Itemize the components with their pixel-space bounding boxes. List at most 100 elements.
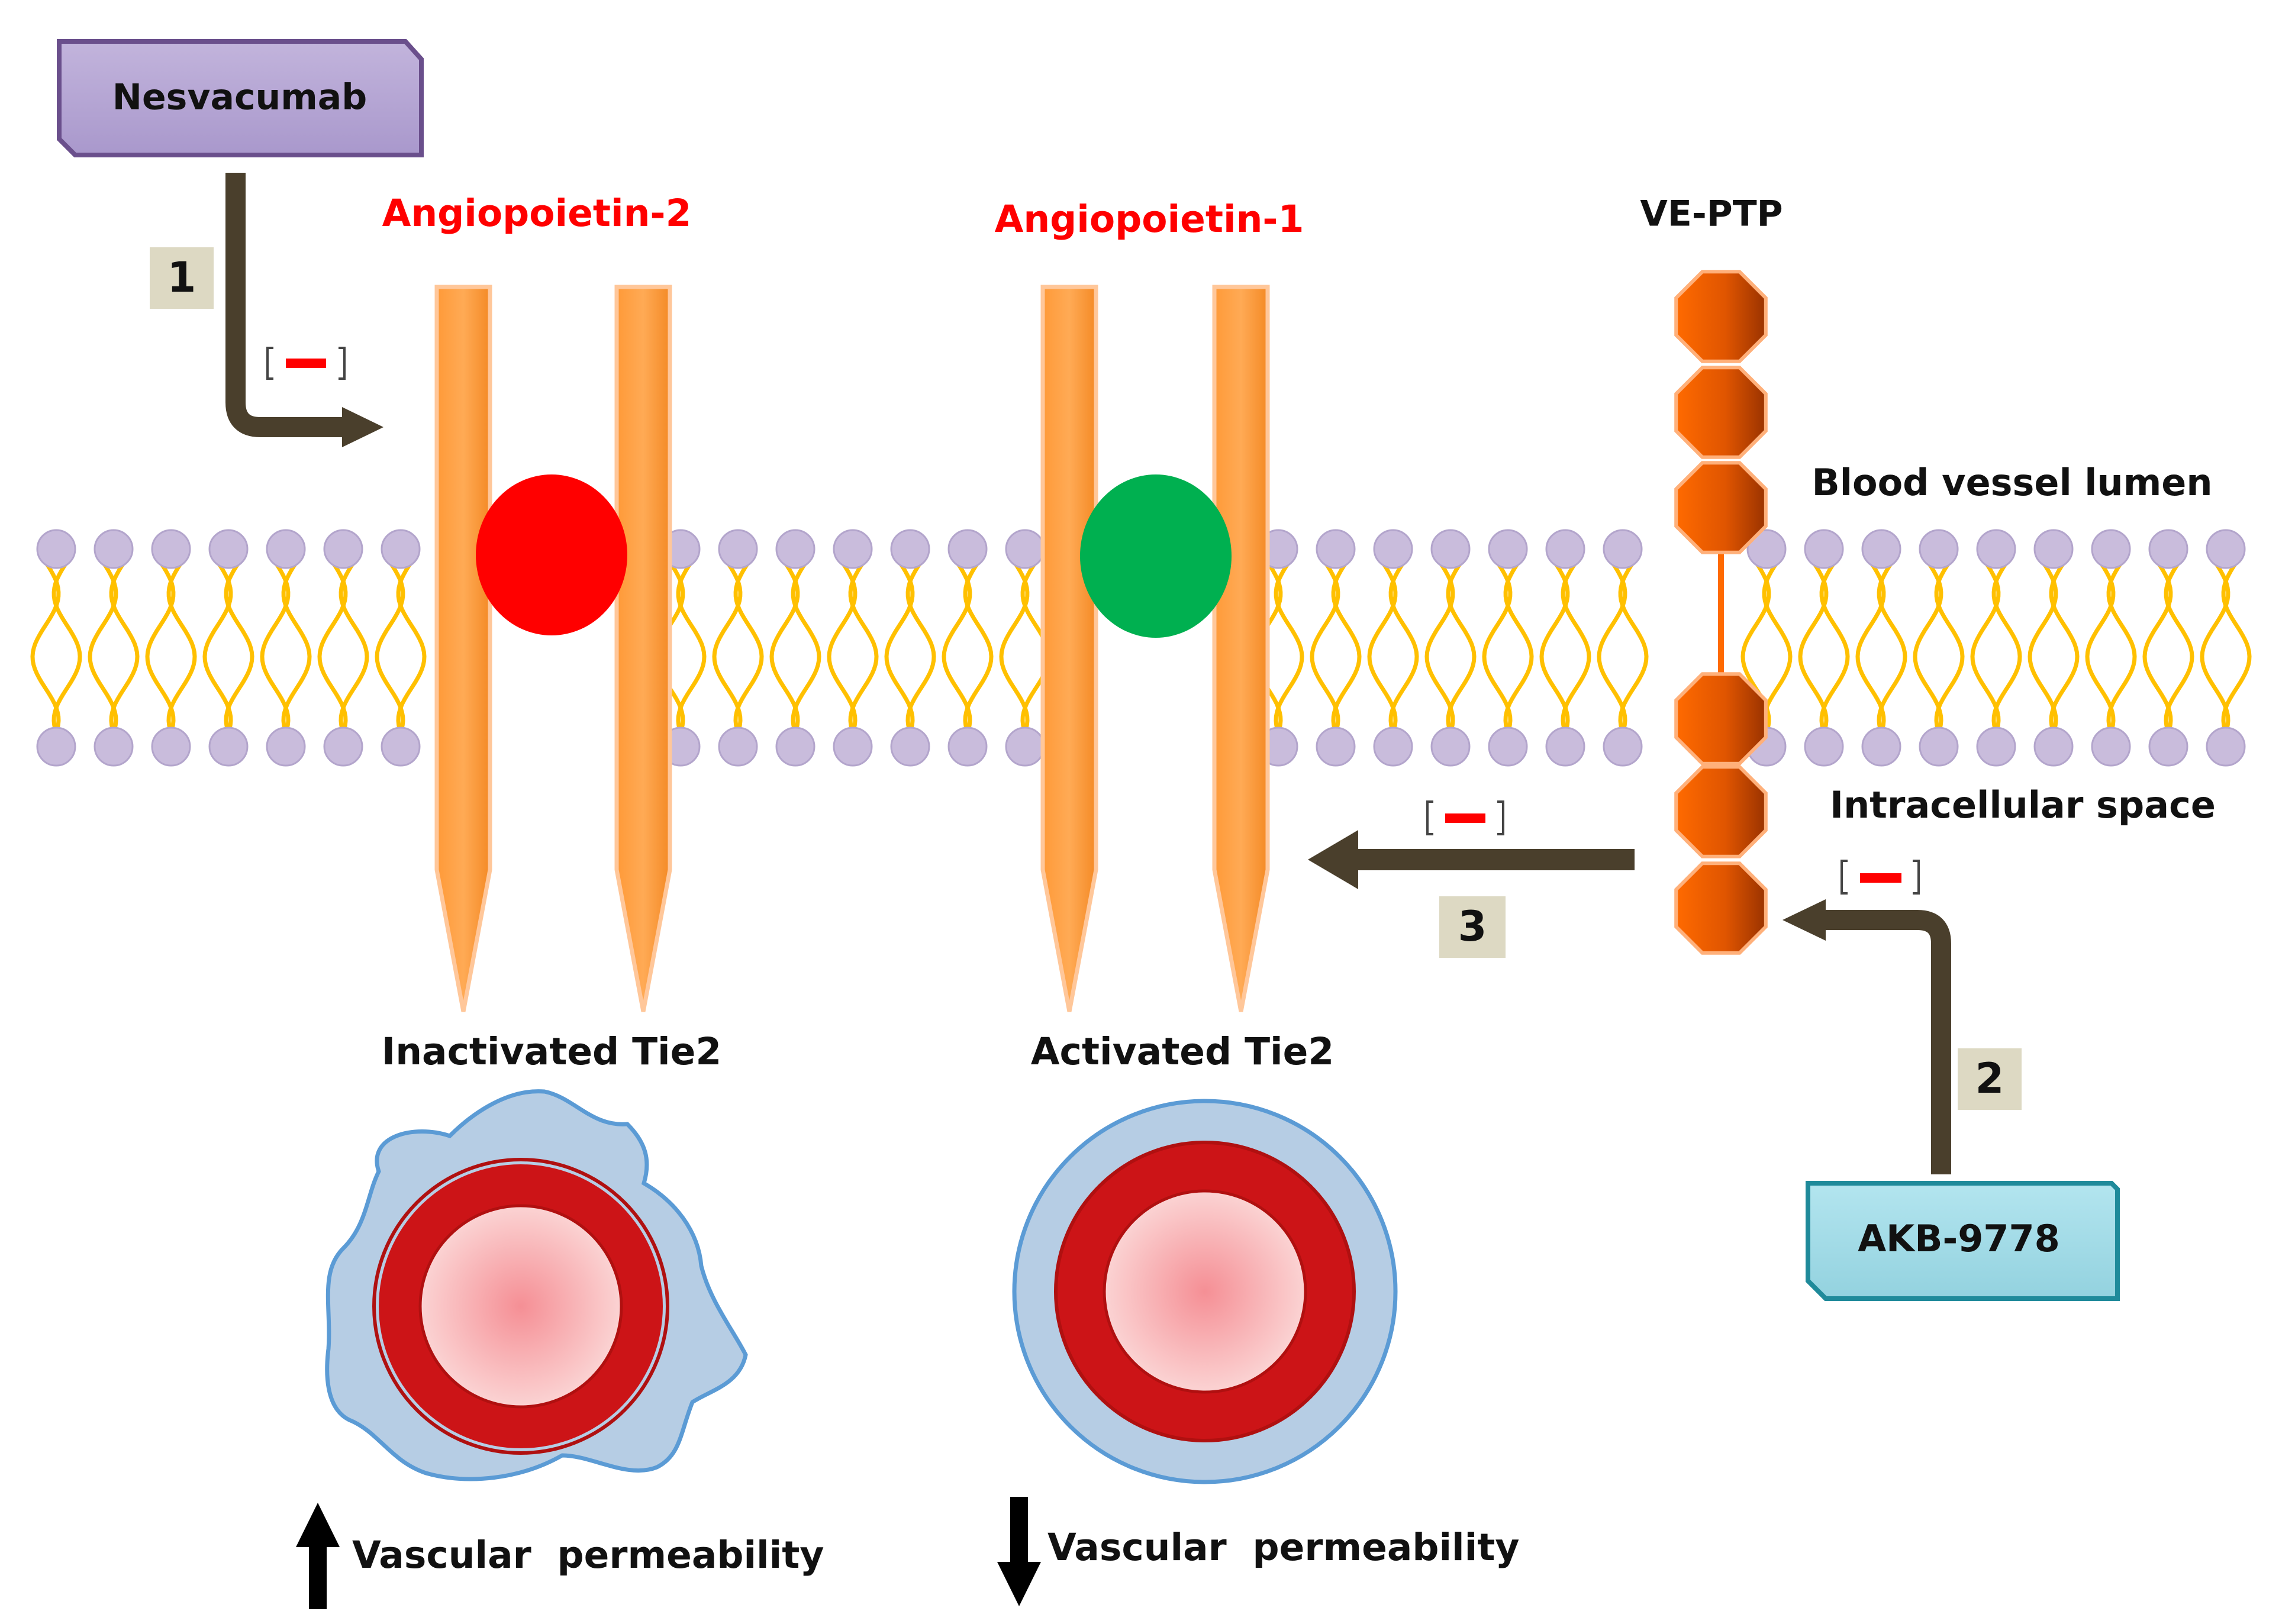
phospholipid-head: [947, 529, 988, 569]
phospholipid-head: [2033, 529, 2074, 569]
lipid-tail: [791, 561, 821, 735]
lipid-tail: [145, 561, 176, 735]
phospholipid-head: [1976, 727, 2016, 767]
lipid-tail: [884, 561, 915, 735]
lipid-tail: [942, 561, 972, 735]
phospholipid-head: [323, 727, 363, 767]
phospholipid-head: [381, 727, 421, 767]
lipid-tail: [827, 561, 858, 735]
lipid-tail: [166, 561, 197, 735]
lipid-tail: [963, 561, 994, 735]
lipid-tail: [905, 561, 936, 735]
phospholipid-head: [1861, 529, 1901, 569]
step-badge-3: 3: [1439, 896, 1506, 958]
lipid-tail: [848, 561, 879, 735]
inhibition-arrow-1: [225, 173, 383, 447]
nesvacumab-box: Nesvacumab: [57, 39, 424, 157]
lipid-tail: [1446, 561, 1477, 735]
phospholipid-head: [266, 727, 306, 767]
lipid-tail: [1331, 561, 1362, 735]
phospholipid-head: [947, 727, 988, 767]
akb-9778-label: AKB-9778: [1858, 1217, 2060, 1260]
phospholipid-head: [890, 529, 930, 569]
lipid-tail: [1819, 561, 1850, 735]
phospholipid-head: [2091, 727, 2131, 767]
angiopoietin-1-ligand: [1080, 474, 1232, 638]
inhibition-sign-3: [1426, 800, 1504, 835]
blood-vessel-lumen-label: Blood vessel lumen: [1811, 461, 2212, 504]
lipid-tail: [1539, 561, 1570, 735]
phospholipid-head: [94, 727, 134, 767]
phospholipid-head: [1919, 529, 1959, 569]
lipid-tail: [712, 561, 743, 735]
ve-ptp-domain: [1674, 861, 1768, 955]
ve-ptp-domain: [1674, 672, 1768, 766]
lipid-tail: [1482, 561, 1513, 735]
lipid-tail: [1310, 561, 1340, 735]
lipid-tail: [396, 561, 427, 735]
inhibition-sign-2: [1840, 860, 1920, 895]
vascular-permeability-left-label: Vascular permeability: [352, 1533, 824, 1577]
tie2-inactivated-receptor: [434, 285, 672, 1012]
phospholipid-head: [1488, 727, 1528, 767]
angiopoietin-2-ligand: [476, 474, 627, 635]
lipid-tail: [1561, 561, 1591, 735]
lipid-tail: [1991, 561, 2022, 735]
lipid-tail: [202, 561, 233, 735]
lipid-tail: [1877, 561, 1907, 735]
lipid-tail: [51, 561, 82, 735]
phospholipid-head: [1430, 529, 1471, 569]
lipid-tail: [2142, 561, 2173, 735]
lipid-tail: [1762, 561, 1793, 735]
ve-ptp-label: VE-PTP: [1640, 193, 1783, 235]
ve-ptp-domain: [1674, 270, 1768, 363]
phospholipid-head: [1603, 727, 1643, 767]
lipid-tail: [281, 561, 312, 735]
phospholipid-head: [775, 727, 816, 767]
lipid-tail: [1913, 561, 1943, 735]
phospholipid-head: [2148, 727, 2188, 767]
phospholipid-head: [1746, 529, 1787, 569]
lipid-tail: [375, 561, 405, 735]
inhibition-arrow-3: [1308, 830, 1635, 889]
lipid-tail: [999, 561, 1030, 735]
step-number-1: 1: [167, 253, 196, 302]
lipid-tail: [1970, 561, 2001, 735]
lipid-tail: [1274, 561, 1304, 735]
ve-ptp-phosphatase: [1674, 270, 1768, 955]
phospholipid-head: [833, 727, 873, 767]
phospholipid-head: [1005, 529, 1045, 569]
phospholipid-head: [1316, 529, 1356, 569]
phospholipid-head: [1919, 727, 1959, 767]
phospholipid-head: [1545, 727, 1585, 767]
ve-ptp-domain: [1674, 461, 1768, 554]
akb-9778-box: AKB-9778: [1806, 1181, 2120, 1301]
nesvacumab-label: Nesvacumab: [112, 77, 367, 118]
phospholipid-head: [36, 529, 76, 569]
lipid-tail: [1424, 561, 1455, 735]
activated-tie2-label: Activated Tie2: [1031, 1030, 1334, 1073]
lipid-tail: [109, 561, 140, 735]
phospholipid-head: [1804, 727, 1844, 767]
phospholipid-head: [151, 529, 191, 569]
lipid-tail: [2164, 561, 2194, 735]
phospholipid-head: [1545, 529, 1585, 569]
phospholipid-head: [2033, 727, 2074, 767]
lipid-tail: [2085, 561, 2116, 735]
phospholipid-head: [2206, 727, 2246, 767]
lipid-tails: [30, 561, 2252, 735]
phospholipid-head: [775, 529, 816, 569]
lipid-tail: [2200, 561, 2230, 735]
lipid-tail: [1597, 561, 1627, 735]
lipid-tail: [1798, 561, 1829, 735]
lipid-tail: [1503, 561, 1534, 735]
permeability-increase-arrow: [296, 1503, 340, 1609]
phospholipid-head: [718, 529, 758, 569]
lipid-tail: [339, 561, 369, 735]
step-number-2: 2: [1975, 1054, 2004, 1103]
inhibition-arrow-2: [1783, 899, 1951, 1174]
phospholipid-head: [208, 529, 249, 569]
phospholipid-head: [94, 529, 134, 569]
phospholipid-head: [1373, 529, 1413, 569]
